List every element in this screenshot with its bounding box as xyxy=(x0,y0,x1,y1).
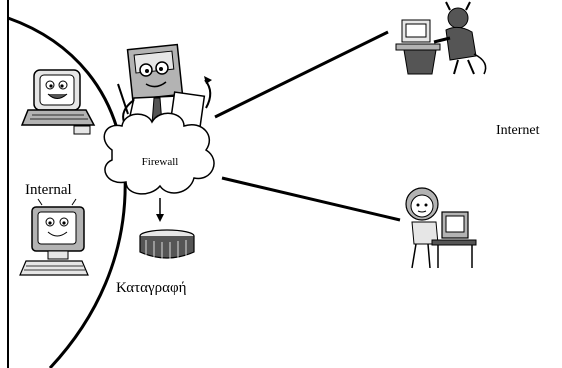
firewall-label: Firewall xyxy=(142,156,179,168)
smiling-computer-icon xyxy=(19,198,89,276)
connection-line-to-internet-user xyxy=(221,176,401,222)
connection-line-to-attacker xyxy=(214,30,389,119)
smiling-laptop-icon xyxy=(20,69,96,135)
girl-at-computer-icon xyxy=(405,187,477,269)
logging-arrow xyxy=(156,198,164,222)
devil-hacker-at-computer-icon xyxy=(395,1,487,75)
internal-label: Internal xyxy=(25,182,72,198)
log-drum-icon xyxy=(139,229,195,259)
logging-label: Καταγραφή xyxy=(116,280,187,296)
firewall-cloud xyxy=(103,112,215,195)
internet-label: Internet xyxy=(496,123,540,138)
